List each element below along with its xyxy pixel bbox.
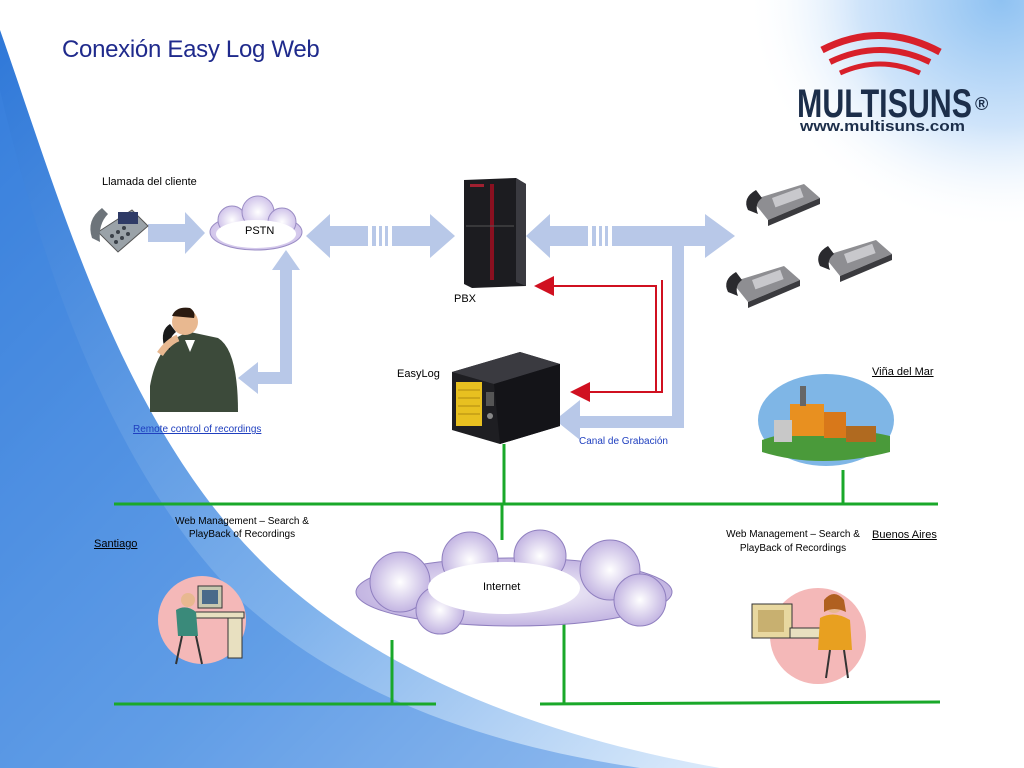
man-on-phone-icon <box>150 307 238 412</box>
office-phone-icon <box>818 240 892 282</box>
arrow-pstn-pbx <box>306 214 368 258</box>
web-management-right-label: Web Management – Search & PlayBack of Re… <box>726 529 860 554</box>
easylog-box-icon <box>452 352 560 444</box>
logo-swoosh-icon <box>820 32 942 56</box>
pbx-server-icon <box>464 178 526 288</box>
pstn-cloud-icon <box>209 195 303 251</box>
office-phone-icon <box>746 184 820 226</box>
desk-phone-icon <box>88 198 149 260</box>
logo-brand: MULTISUNS <box>797 82 972 126</box>
pbx-label: PBX <box>454 293 477 305</box>
web-management-left-label: Web Management – Search & PlayBack of Re… <box>175 516 309 540</box>
woman-at-computer-icon <box>751 588 866 684</box>
easylog-label: EasyLog <box>397 368 440 380</box>
woman-at-computer-icon <box>158 576 246 665</box>
arrow-phone-to-pstn <box>148 212 205 254</box>
office-phones <box>726 184 892 308</box>
city-icon <box>758 374 894 466</box>
recording-channel-label: Canal de Grabación <box>579 436 668 447</box>
logo-registered: ® <box>975 94 988 114</box>
flow-arrows <box>148 212 735 440</box>
client-call-label: Llamada del cliente <box>102 176 197 188</box>
recording-lines <box>534 276 663 402</box>
internet-label: Internet <box>483 581 521 593</box>
vina-del-mar-label: Viña del Mar <box>872 366 934 378</box>
slide-title: Conexión Easy Log Web <box>62 36 320 63</box>
multisuns-logo: MULTISUNS ® www.multisuns.com <box>797 32 988 135</box>
santiago-label: Santiago <box>94 538 138 550</box>
internet-cloud-icon <box>355 529 673 635</box>
logo-url: www.multisuns.com <box>799 118 965 135</box>
pstn-label: PSTN <box>245 225 275 237</box>
arrow-pbx-phones <box>526 214 588 258</box>
remote-control-link[interactable]: Remote control of recordings <box>133 424 262 435</box>
buenos-aires-label: Buenos Aires <box>872 529 937 541</box>
office-phone-icon <box>726 266 800 308</box>
